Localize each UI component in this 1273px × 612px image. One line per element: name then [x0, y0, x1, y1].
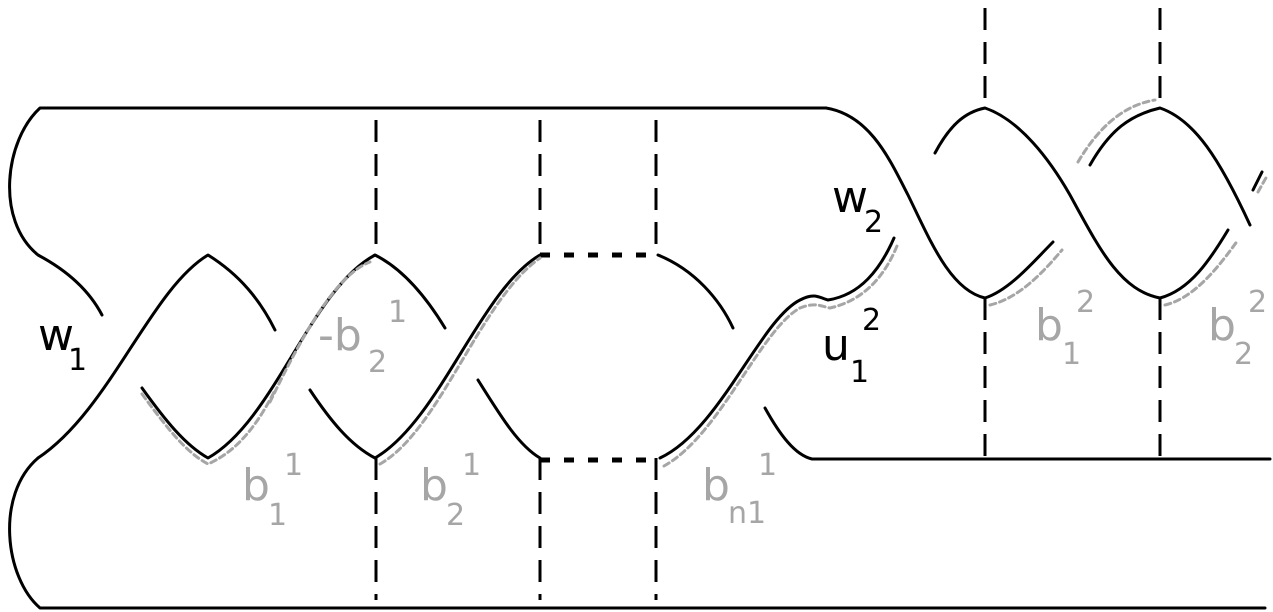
annot-neg-b21 [268, 260, 372, 404]
dashed-lines [374, 8, 1162, 600]
label-b22: b [1208, 300, 1236, 351]
label-b21-sub: 2 [446, 498, 465, 533]
lower-right-strand [763, 406, 1272, 461]
annotation-curves [140, 98, 1269, 468]
right-tick [1251, 170, 1264, 192]
label-b11-sup: 1 [284, 448, 303, 483]
label-bn1: b [702, 460, 730, 511]
upper-arc-right [656, 253, 735, 330]
upper-arc-b12 [933, 106, 1230, 300]
label-b12: b [1035, 300, 1063, 351]
label-bn1-sup: 1 [758, 448, 777, 483]
label-b11: b [242, 460, 270, 511]
upper-arc-b22 [1088, 106, 1252, 227]
label-u12: u [822, 320, 850, 371]
annot-bn1 [662, 244, 899, 468]
label-b12-sup: 2 [1076, 285, 1095, 320]
label-neg-b21-sub: 2 [368, 345, 387, 380]
label-b22-sub: 2 [1234, 337, 1253, 372]
lower-arc-3 [476, 378, 542, 460]
labels: w 1 w 2 u 1 2 -b 2 1 b 1 1 b 2 1 b n1 1 … [38, 172, 1267, 533]
label-u12-sup: 2 [862, 303, 881, 338]
label-b11-sub: 1 [268, 498, 287, 533]
label-w2-sub: 2 [864, 205, 883, 240]
strands [8, 106, 1272, 610]
annot-b21 [378, 256, 542, 466]
annot-b11 [140, 388, 277, 466]
annot-b22 [1163, 238, 1240, 307]
crossing-strand-1 [824, 106, 1055, 300]
lower-arc-2 [308, 253, 542, 460]
label-neg-b21-sup: 1 [388, 295, 407, 330]
label-w1: w [38, 310, 74, 361]
label-bn1-sub: n1 [728, 496, 766, 531]
bottom-border-strand [8, 456, 1267, 610]
label-b21-sup: 1 [462, 448, 481, 483]
label-b12-sub: 1 [1062, 337, 1081, 372]
label-w2: w [832, 172, 868, 223]
strand-w1 [36, 253, 277, 460]
label-b21: b [420, 460, 448, 511]
top-border-strand [8, 106, 828, 317]
label-b22-sup: 2 [1248, 285, 1267, 320]
annot-b12 [988, 248, 1064, 307]
label-u12-sub: 1 [850, 355, 869, 390]
annot-right-tick [1256, 174, 1269, 194]
annot-b22-top [1076, 98, 1157, 164]
strand-u12 [658, 236, 896, 460]
label-w1-sub: 1 [68, 343, 87, 378]
label-neg-b21: -b [318, 310, 362, 361]
